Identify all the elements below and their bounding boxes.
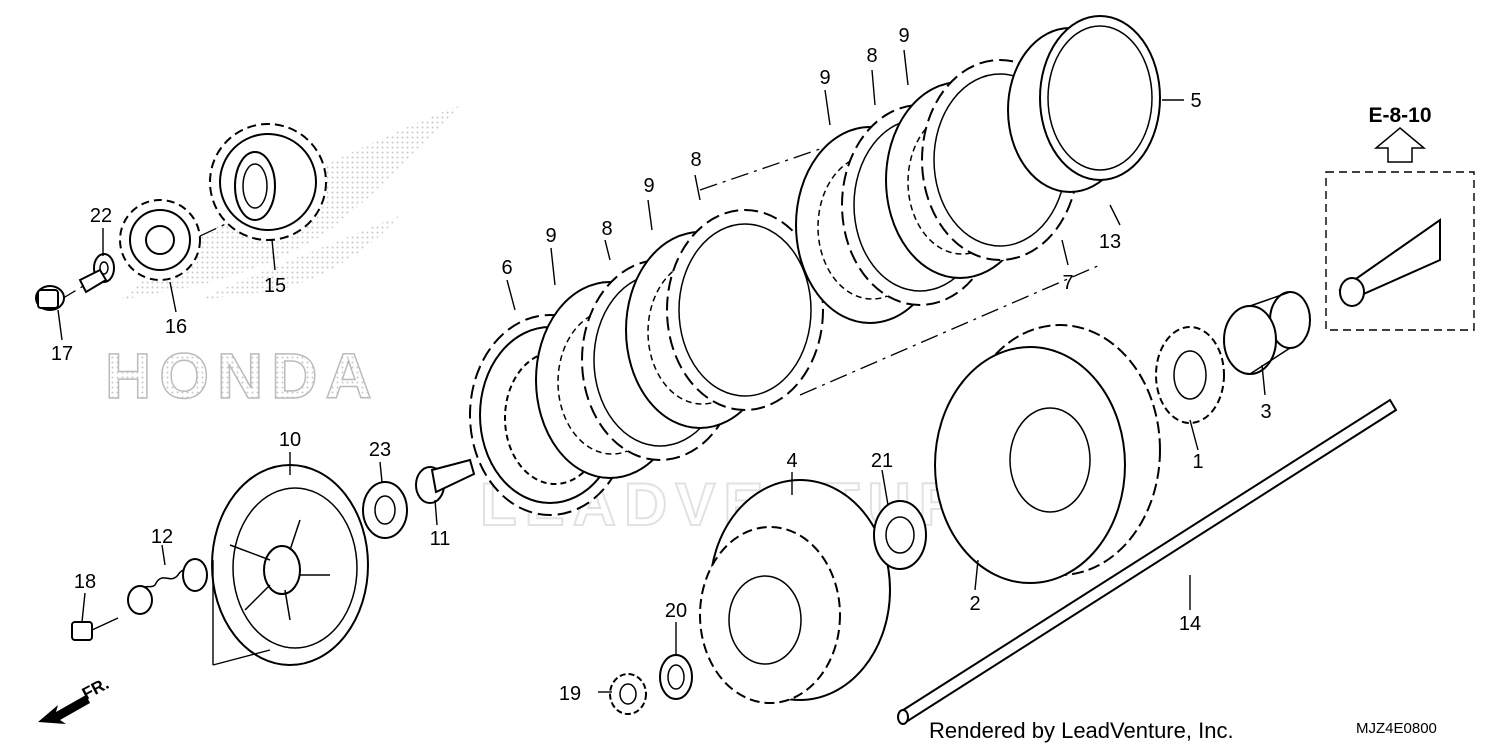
callout-18[interactable]: 18 <box>74 571 96 593</box>
part-14-lifter-rod[interactable] <box>897 398 1398 725</box>
part-12-clutch-spring[interactable] <box>127 558 208 615</box>
callout-12[interactable]: 12 <box>151 526 173 548</box>
callout-17[interactable]: 17 <box>51 343 73 365</box>
reference-arrow-icon <box>1373 127 1427 163</box>
callout-20[interactable]: 20 <box>665 600 687 622</box>
part-10-pressure-plate[interactable] <box>211 464 369 666</box>
callout-22[interactable]: 22 <box>90 205 112 227</box>
part-19-lock-nut[interactable] <box>609 673 647 715</box>
part-4-clutch-center[interactable] <box>699 479 891 704</box>
part-1-oil-pump-sprocket[interactable] <box>1155 326 1225 424</box>
part-8-friction-disc-b[interactable] <box>666 209 824 411</box>
callout-14[interactable]: 14 <box>1179 613 1201 635</box>
callout-3[interactable]: 3 <box>1260 401 1271 423</box>
part-20-lock-washer[interactable] <box>659 654 693 700</box>
callout-9-fourth[interactable]: 9 <box>898 25 909 47</box>
part-16-drive-sprocket[interactable] <box>119 199 201 281</box>
part-18-bolt[interactable] <box>71 617 119 641</box>
callout-23[interactable]: 23 <box>369 439 391 461</box>
part-23-bearing[interactable] <box>362 481 408 539</box>
callout-16[interactable]: 16 <box>165 316 187 338</box>
part-5-judder-spring[interactable] <box>1039 15 1161 181</box>
callout-8-middle[interactable]: 8 <box>690 149 701 171</box>
callout-5[interactable]: 5 <box>1190 90 1201 112</box>
assembly-axis-lower <box>799 264 1101 396</box>
leader-lines <box>57 49 1266 693</box>
callout-21[interactable]: 21 <box>871 450 893 472</box>
diagram-code: MJZ4E0800 <box>1356 720 1437 737</box>
part-2-clutch-outer[interactable] <box>934 324 1161 584</box>
callout-4[interactable]: 4 <box>786 450 797 472</box>
callout-9-third[interactable]: 9 <box>819 67 830 89</box>
callout-6[interactable]: 6 <box>501 257 512 279</box>
callout-9-first[interactable]: 9 <box>545 225 556 247</box>
part-17-flange-bolt[interactable] <box>35 268 108 311</box>
reference-label[interactable]: E-8-10 <box>1368 104 1431 127</box>
callout-9-second[interactable]: 9 <box>643 175 654 197</box>
part-15-primary-drive-gear[interactable] <box>209 123 327 241</box>
callout-1[interactable]: 1 <box>1192 451 1203 473</box>
callout-15[interactable]: 15 <box>264 275 286 297</box>
mainshaft-reference-box <box>1325 171 1475 331</box>
callout-8-upper[interactable]: 8 <box>866 45 877 67</box>
part-3-outer-guide-collar[interactable] <box>1223 291 1311 375</box>
callout-7[interactable]: 7 <box>1062 272 1073 294</box>
front-direction-arrow-icon <box>38 695 90 724</box>
callout-2[interactable]: 2 <box>969 593 980 615</box>
callout-13[interactable]: 13 <box>1099 231 1121 253</box>
callout-10[interactable]: 10 <box>279 429 301 451</box>
part-21-thrust-washer[interactable] <box>873 500 927 570</box>
callout-19[interactable]: 19 <box>559 683 581 705</box>
honda-watermark-text: HONDA <box>105 340 380 412</box>
part-11-lifter-piece[interactable] <box>415 458 476 504</box>
callout-11[interactable]: 11 <box>430 528 451 550</box>
callout-8-lower[interactable]: 8 <box>601 218 612 240</box>
render-credit: Rendered by LeadVenture, Inc. <box>929 718 1234 743</box>
